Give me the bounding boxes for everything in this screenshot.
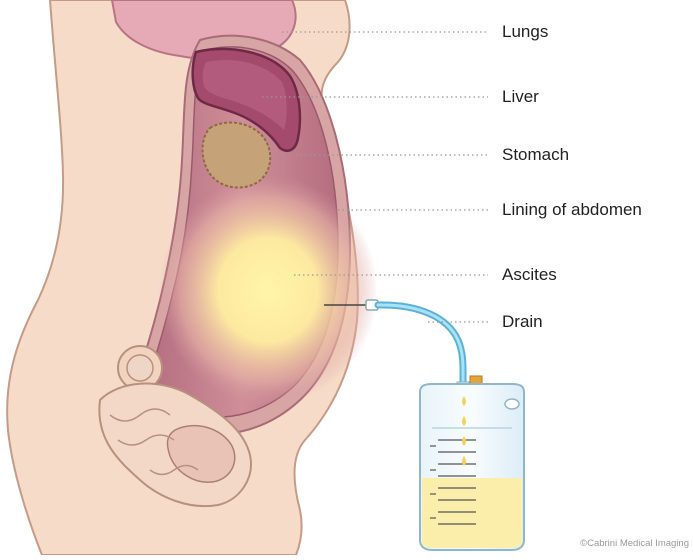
bowel-loop-inner (127, 355, 153, 381)
label-stomach: Stomach (502, 145, 569, 165)
catheter-tube-icon (378, 305, 463, 384)
stomach-shape (203, 123, 271, 188)
ascites-fluid (158, 175, 378, 405)
label-drain: Drain (502, 312, 543, 332)
label-liver: Liver (502, 87, 539, 107)
image-credit: ©Cabrini Medical Imaging (580, 538, 689, 549)
label-lungs: Lungs (502, 22, 548, 42)
label-lining-of-abdomen: Lining of abdomen (502, 200, 642, 220)
label-ascites: Ascites (502, 265, 557, 285)
drainage-bag-icon (420, 376, 524, 550)
